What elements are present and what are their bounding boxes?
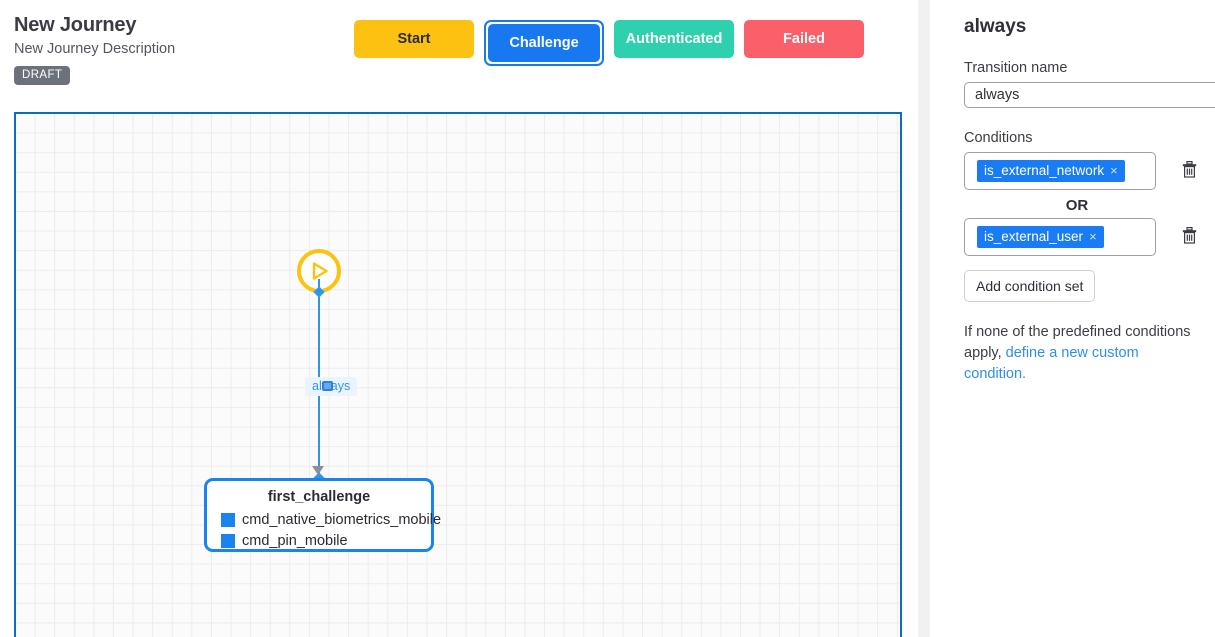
condition-set-row: is_external_user × bbox=[964, 218, 1197, 256]
conditions-label: Conditions bbox=[964, 130, 1033, 146]
transition-details-panel: always Transition name Conditions is_ext… bbox=[930, 0, 1215, 637]
condition-chip-label: is_external_user bbox=[984, 229, 1084, 244]
header: New Journey New Journey Description DRAF… bbox=[0, 0, 918, 110]
node-first-challenge[interactable]: first_challenge cmd_native_biometrics_mo… bbox=[204, 478, 441, 552]
state-button-start[interactable]: Start bbox=[354, 20, 474, 58]
state-button-authenticated[interactable]: Authenticated bbox=[614, 20, 734, 58]
play-icon bbox=[308, 260, 330, 282]
page-title: New Journey bbox=[14, 14, 137, 36]
help-text: If none of the predefined conditions app… bbox=[964, 322, 1204, 385]
delete-condition-set-button[interactable] bbox=[1182, 227, 1197, 247]
state-button-failed[interactable]: Failed bbox=[744, 20, 864, 58]
state-buttons-bar: Start Challenge Authenticated Failed bbox=[354, 20, 864, 66]
condition-set-box[interactable]: is_external_user × bbox=[964, 218, 1156, 256]
transition-name-input[interactable] bbox=[964, 82, 1215, 108]
condition-chip[interactable]: is_external_network × bbox=[977, 160, 1125, 182]
title-block: New Journey New Journey Description DRAF… bbox=[14, 12, 175, 85]
state-button-start-wrap: Start bbox=[354, 20, 474, 58]
node-item-label: cmd_native_biometrics_mobile bbox=[242, 511, 442, 528]
page-subtitle: New Journey Description bbox=[14, 41, 176, 57]
chip-remove-icon[interactable]: × bbox=[1110, 163, 1118, 178]
node-item-row[interactable]: cmd_native_biometrics_mobile bbox=[217, 509, 441, 530]
edge-arrowhead bbox=[312, 466, 324, 475]
node-item-label: cmd_pin_mobile bbox=[242, 532, 348, 549]
panel-divider bbox=[918, 0, 930, 637]
edge-label-badge-icon[interactable] bbox=[322, 381, 333, 391]
transition-name-label: Transition name bbox=[964, 60, 1068, 76]
state-button-challenge[interactable]: Challenge bbox=[488, 24, 600, 62]
flow-canvas[interactable]: always first_challenge cmd_native_biomet… bbox=[14, 112, 902, 637]
condition-set-row: is_external_network × bbox=[964, 152, 1197, 190]
help-text-prefix: If none of the predefined conditions app… bbox=[964, 324, 1191, 361]
color-swatch-icon bbox=[221, 533, 235, 548]
trash-icon bbox=[1182, 161, 1197, 181]
state-button-authenticated-wrap: Authenticated bbox=[614, 20, 734, 58]
delete-condition-set-button[interactable] bbox=[1182, 161, 1197, 181]
status-badge: DRAFT bbox=[14, 66, 71, 85]
node-title: first_challenge bbox=[267, 489, 371, 505]
condition-chip-label: is_external_network bbox=[984, 163, 1105, 178]
color-swatch-icon bbox=[221, 512, 235, 527]
or-separator-label: OR bbox=[1065, 197, 1089, 214]
main-area: New Journey New Journey Description DRAF… bbox=[0, 0, 918, 637]
condition-chip[interactable]: is_external_user × bbox=[977, 226, 1104, 248]
node-item-row[interactable]: cmd_pin_mobile bbox=[217, 530, 421, 551]
panel-title: always bbox=[964, 16, 1027, 37]
trash-icon bbox=[1182, 227, 1197, 247]
state-button-failed-wrap: Failed bbox=[744, 20, 864, 58]
condition-set-box[interactable]: is_external_network × bbox=[964, 152, 1156, 190]
add-condition-set-button[interactable]: Add condition set bbox=[964, 270, 1096, 302]
state-button-challenge-wrap: Challenge bbox=[484, 20, 604, 66]
define-custom-condition-link[interactable]: define a new custom condition. bbox=[964, 345, 1139, 382]
chip-remove-icon[interactable]: × bbox=[1089, 229, 1097, 244]
